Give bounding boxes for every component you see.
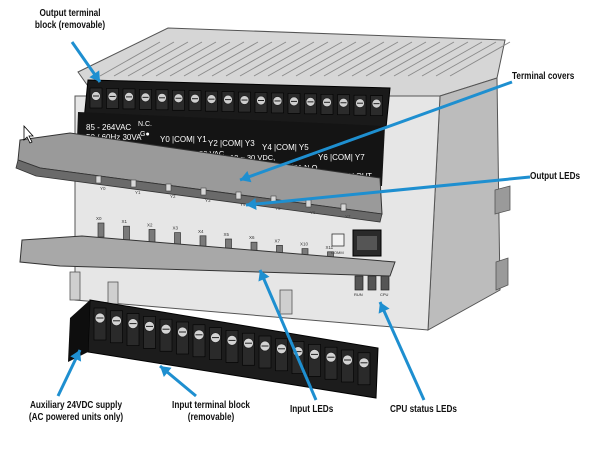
upper-terminal-cover xyxy=(15,132,383,223)
input-led xyxy=(97,222,105,238)
output-led xyxy=(305,199,312,208)
vent-rib xyxy=(407,41,469,77)
input-terminal-screws xyxy=(93,307,371,386)
output-led xyxy=(165,183,172,192)
input-led-label: X1 xyxy=(122,219,128,224)
input-led-label: X2 xyxy=(147,222,153,227)
arrow-input-leds xyxy=(258,269,318,401)
callout-input-terminal-block: Input terminal block (removable) xyxy=(172,400,250,423)
vent-rib xyxy=(267,41,329,77)
lower-terminal-cover xyxy=(19,235,396,277)
input-led-label: X11 xyxy=(326,245,334,250)
power-rating-label: 85 - 264VAC xyxy=(86,123,131,132)
vent-rib xyxy=(295,41,357,77)
output-led-label: Y4 xyxy=(240,202,246,207)
output-led-label: Y5 xyxy=(275,206,281,211)
output-led-label: Y0 xyxy=(100,186,106,191)
input-led-label: X7 xyxy=(275,238,281,243)
vent-rib xyxy=(393,41,455,77)
vent-rib xyxy=(337,41,399,77)
vent-rib xyxy=(365,41,427,77)
ventilation-ribs xyxy=(99,41,511,77)
arrow-output-leds xyxy=(245,175,531,207)
vent-rib xyxy=(127,41,189,77)
nc-label: N.C. xyxy=(138,121,152,128)
arrow-terminal-covers-head xyxy=(240,170,252,183)
output-terminal-screws xyxy=(89,87,383,116)
vent-rib xyxy=(99,41,161,77)
vent-rib xyxy=(183,41,245,77)
callout-aux-supply: Auxiliary 24VDC supply (AC powered units… xyxy=(28,400,124,423)
mouse-cursor-icon xyxy=(23,124,34,144)
power-frequency-label: 50 / 60Hz 30VA xyxy=(86,133,142,142)
vent-rib xyxy=(169,41,231,77)
ground-label: G● xyxy=(140,131,150,138)
output-led xyxy=(130,179,137,188)
vent-rib xyxy=(141,41,203,77)
input-led-label: X3 xyxy=(173,226,179,231)
arrow-output-leds-head xyxy=(246,198,257,210)
arrow-input-leds-head xyxy=(258,270,270,282)
arrow-cpu-status-leds-head xyxy=(378,302,390,314)
input-led-label: X10 xyxy=(300,242,309,247)
input-led-label: X4 xyxy=(198,229,204,234)
input-led xyxy=(123,225,130,241)
callout-output-leds: Output LEDs xyxy=(530,171,581,182)
vent-rib xyxy=(421,41,483,77)
vent-rib xyxy=(239,41,301,77)
vent-rib xyxy=(435,41,497,77)
output-led-label: Y3 xyxy=(205,198,211,203)
output-led xyxy=(235,191,242,200)
arrow-cpu-status-leds xyxy=(378,301,426,401)
callout-cpu-status-leds: CPU status LEDs xyxy=(390,404,457,415)
vent-rib xyxy=(379,41,441,77)
callout-terminal-covers: Terminal covers xyxy=(512,71,575,82)
run-label: RUN xyxy=(354,292,363,297)
vent-rib xyxy=(253,41,315,77)
callout-output-terminal-block: Output terminal block (removable) xyxy=(34,8,106,31)
input-led-label: X6 xyxy=(249,235,255,240)
vent-rib xyxy=(309,41,371,77)
vent-rib xyxy=(211,41,273,77)
y0-com-y1-label: Y0 |COM| Y1 xyxy=(160,135,207,144)
comm-port: COMM xyxy=(331,229,382,257)
vent-rib xyxy=(197,41,259,77)
output-led xyxy=(95,175,102,184)
output-led-label: Y6 xyxy=(310,210,316,215)
cpu-label: CPU xyxy=(380,292,389,297)
vent-rib xyxy=(351,41,413,77)
arrow-aux-supply-head xyxy=(70,350,82,362)
callout-input-leds: Input LEDs xyxy=(290,404,334,415)
vent-rib xyxy=(155,41,217,77)
arrow-input-terminal-block-head xyxy=(160,366,172,378)
vent-rib xyxy=(323,41,385,77)
output-led-label: Y2 xyxy=(170,194,176,199)
y2-com-y3-label: Y2 |COM| Y3 xyxy=(208,139,255,148)
y4-com-y5-label: Y4 |COM| Y5 xyxy=(262,143,309,152)
range-dc-label: 12 ~ 30 VDC, xyxy=(230,153,275,162)
input-led-label: X0 xyxy=(96,216,102,221)
y6-com-y7-label: Y6 |COM| Y7 xyxy=(318,153,365,162)
vent-rib xyxy=(281,41,343,77)
input-led-label: X5 xyxy=(224,232,230,237)
arrow-output-terminal-block-head xyxy=(89,70,100,82)
output-led-label: Y7 xyxy=(345,214,351,219)
vent-rib xyxy=(225,41,287,77)
vent-rib xyxy=(449,41,511,77)
output-led xyxy=(200,187,207,196)
arrow-terminal-covers xyxy=(239,80,513,182)
output-led xyxy=(340,203,347,212)
output-led-label: Y1 xyxy=(135,190,141,195)
vent-rib xyxy=(113,41,175,77)
comm-label: COMM xyxy=(331,250,344,255)
callout-arrows xyxy=(56,41,531,401)
